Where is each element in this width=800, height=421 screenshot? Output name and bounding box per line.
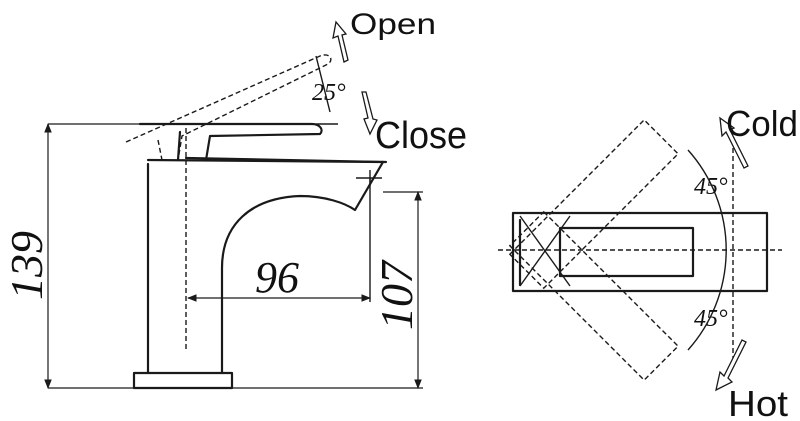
rotation-arc [687, 149, 727, 351]
lever-open [125, 54, 332, 161]
open-label: Open [350, 8, 436, 41]
side-view: Open Close 25° 96 139 107 [1, 8, 467, 390]
close-arrow [361, 91, 378, 136]
handle-angle-label: 25° [312, 80, 346, 106]
faucet-body [146, 158, 385, 375]
handle-angle-arc [315, 55, 331, 113]
height-total-label: 139 [1, 231, 52, 300]
cold-label: Cold [726, 103, 798, 144]
open-arrow [332, 20, 349, 63]
hot-angle-label: 45° [694, 306, 728, 332]
close-label: Close [375, 115, 467, 157]
cold-position-outline [508, 118, 680, 290]
spout-height-label: 107 [371, 259, 422, 330]
lever-closed [138, 122, 323, 162]
spout-top [184, 156, 388, 164]
cold-angle-label: 45° [694, 174, 728, 200]
top-view-body [511, 211, 769, 293]
faucet-base [132, 371, 234, 390]
hot-arrow [715, 339, 747, 392]
top-view: Cold Hot 45° 45° [498, 103, 798, 421]
cold-arrow [719, 116, 749, 169]
hot-label: Hot [728, 383, 788, 421]
hot-position-outline [508, 210, 680, 382]
spout-reach-label: 96 [255, 253, 299, 302]
top-view-lever [558, 226, 695, 278]
